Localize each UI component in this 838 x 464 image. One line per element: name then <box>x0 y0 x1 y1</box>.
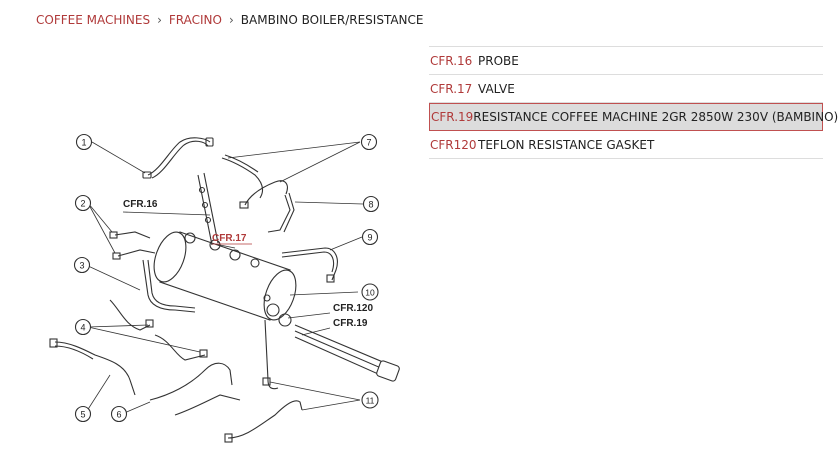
callout-5: 5 <box>74 405 92 423</box>
part-description: TEFLON RESISTANCE GASKET <box>478 137 655 152</box>
part-code: CFR120 <box>430 137 477 152</box>
callout-4: 4 <box>74 318 92 336</box>
svg-text:4: 4 <box>80 323 85 333</box>
callout-7: 7 <box>360 133 378 151</box>
breadcrumb-current: BAMBINO BOILER/RESISTANCE <box>240 13 424 27</box>
breadcrumb-link-fracino[interactable]: FRACINO <box>168 13 222 27</box>
diagram-label-cfr19[interactable]: CFR.19 <box>333 318 368 329</box>
parts-list: CFR.16 PROBE CFR.17 VALVE CFR.19 RESISTA… <box>429 46 838 159</box>
pipe-1 <box>142 137 214 179</box>
breadcrumb-link-coffee-machines[interactable]: COFFEE MACHINES <box>36 13 151 27</box>
heating-element <box>278 313 400 382</box>
exploded-parts-diagram: 1 7 8 9 2 3 10 4 5 6 11 CFR.16 CFR.17 <box>49 133 400 443</box>
callout-6: 6 <box>110 405 128 423</box>
svg-text:6: 6 <box>116 410 121 420</box>
callout-10: 10 <box>361 283 379 301</box>
part-code: CFR.16 <box>430 53 473 68</box>
svg-text:3: 3 <box>79 261 84 271</box>
pipe-4 <box>109 299 208 361</box>
pipe-9 <box>281 247 338 283</box>
diagram-label-cfr16[interactable]: CFR.16 <box>123 199 158 210</box>
svg-text:5: 5 <box>80 410 85 420</box>
chevron-right-icon: › <box>157 13 162 27</box>
svg-text:2: 2 <box>80 199 85 209</box>
callout-3: 3 <box>73 256 91 274</box>
part-description: PROBE <box>478 53 519 68</box>
breadcrumb: COFFEE MACHINES › FRACINO › BAMBINO BOIL… <box>36 13 424 27</box>
svg-text:7: 7 <box>366 138 371 148</box>
riser-pipe <box>197 172 219 246</box>
callout-9: 9 <box>361 228 379 246</box>
part-row-cfr17[interactable]: CFR.17 VALVE <box>429 75 823 103</box>
diagram-label-cfr17[interactable]: CFR.17 <box>212 233 247 244</box>
pipe-8 <box>267 192 295 233</box>
part-row-cfr16[interactable]: CFR.16 PROBE <box>429 47 823 75</box>
svg-text:10: 10 <box>365 288 375 298</box>
pipe-3 <box>142 259 196 313</box>
part-code: CFR.17 <box>430 81 473 96</box>
callout-2: 2 <box>74 194 92 212</box>
pipe-2 <box>109 231 156 260</box>
pipe-7 <box>221 154 288 209</box>
callout-1: 1 <box>75 133 93 151</box>
pipe-5 <box>49 338 136 396</box>
svg-text:8: 8 <box>368 200 373 210</box>
part-description: VALVE <box>478 81 515 96</box>
svg-text:1: 1 <box>81 138 86 148</box>
svg-text:11: 11 <box>366 396 375 406</box>
diagram-label-cfr120[interactable]: CFR.120 <box>333 303 373 314</box>
svg-text:9: 9 <box>367 233 372 243</box>
part-row-cfr120[interactable]: CFR120 TEFLON RESISTANCE GASKET <box>429 131 823 159</box>
chevron-right-icon: › <box>228 13 234 27</box>
part-row-cfr19[interactable]: CFR.19 RESISTANCE COFFEE MACHINE 2GR 285… <box>429 103 838 131</box>
pipe-11 <box>224 319 303 443</box>
part-code: CFR.19 <box>431 110 474 124</box>
callout-8: 8 <box>362 195 380 213</box>
part-description: RESISTANCE COFFEE MACHINE 2GR 2850W 230V… <box>473 110 838 124</box>
leader-lines <box>84 141 364 415</box>
callout-11: 11 <box>361 391 379 409</box>
pipe-6 <box>149 362 241 416</box>
